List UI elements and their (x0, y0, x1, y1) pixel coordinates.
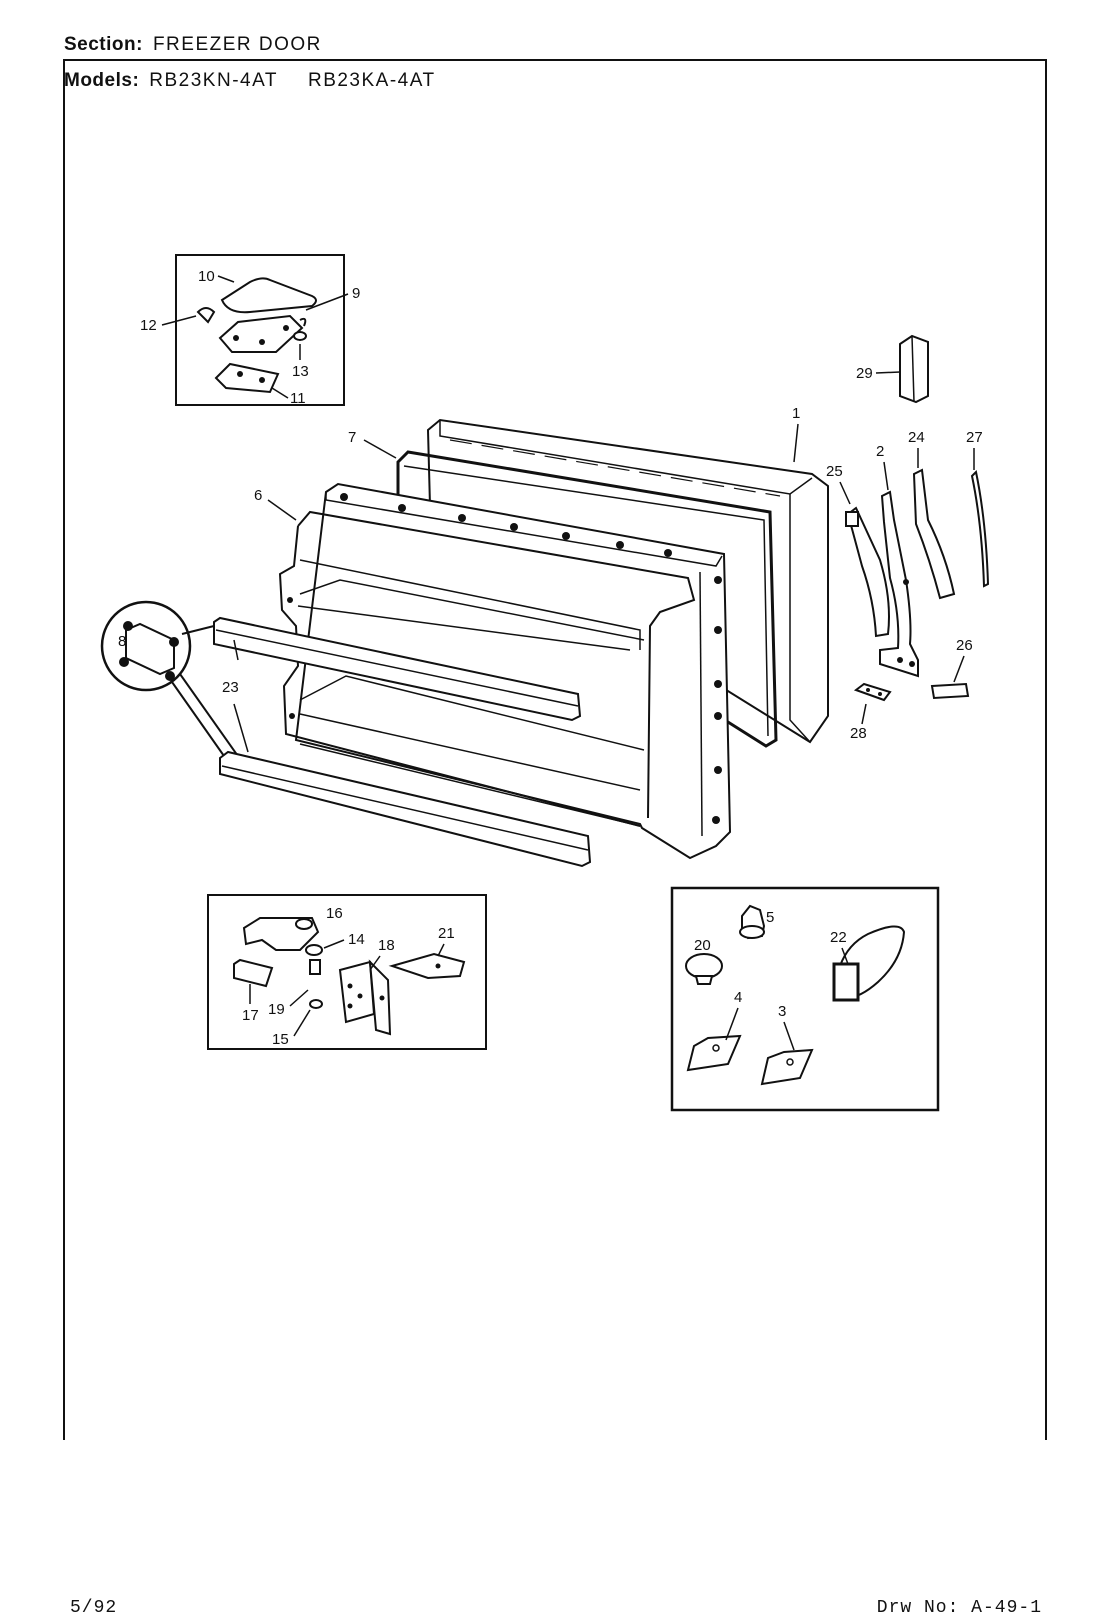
callout-4: 4 (734, 989, 742, 1006)
callout-6: 6 (254, 487, 262, 504)
callout-2: 2 (876, 443, 884, 460)
drawing-date: 5/92 (70, 1598, 118, 1618)
part-6-inner-door-liner (278, 482, 732, 860)
callout-17: 17 (242, 1007, 259, 1024)
model-1: RB23KN-4AT (149, 70, 278, 91)
hinge-hardware-inset (207, 894, 487, 1050)
part-29-end-cap (899, 334, 929, 404)
models-heading: Models: RB23KN-4AT RB23KA-4AT (64, 70, 436, 92)
callout-23: 23 (222, 679, 239, 696)
part-24-handle-trim (912, 468, 956, 600)
part-28-plate (853, 682, 892, 702)
section-label: Section: (64, 34, 143, 55)
section-value: FREEZER DOOR (152, 34, 322, 55)
callout-8: 8 (118, 633, 126, 650)
callout-25: 25 (826, 463, 843, 480)
callout-3: 3 (778, 1003, 786, 1020)
callout-11: 11 (290, 390, 306, 407)
hinge-cover-inset (175, 254, 345, 406)
callout-1: 1 (792, 405, 800, 422)
callout-13: 13 (292, 363, 309, 380)
part-8-shelf-end-detail (100, 600, 253, 777)
callout-29: 29 (856, 365, 873, 382)
callout-14: 14 (348, 931, 365, 948)
callout-9: 9 (352, 285, 360, 302)
callout-26: 26 (956, 637, 973, 654)
models-label: Models: (64, 70, 140, 91)
callout-20: 20 (694, 937, 711, 954)
accessory-parts-inset (670, 886, 940, 1112)
callout-21: 21 (438, 925, 455, 942)
model-2: RB23KA-4AT (307, 70, 436, 91)
exploded-parts-diagram: 10 9 12 13 11 29 1 7 (63, 59, 1047, 1440)
callout-7: 7 (348, 429, 356, 446)
drawing-border (63, 59, 1047, 1440)
callout-24: 24 (908, 429, 925, 446)
callout-10: 10 (198, 268, 215, 285)
part-27-handle-insert (970, 469, 990, 588)
callout-19: 19 (268, 1001, 285, 1018)
callout-27: 27 (966, 429, 983, 446)
callout-18: 18 (378, 937, 395, 954)
callout-22: 22 (830, 929, 847, 946)
part-2-handle-bracket (879, 490, 919, 678)
callout-5: 5 (766, 909, 774, 926)
drawing-number: Drw No: A-49-1 (876, 1598, 1042, 1618)
callout-16: 16 (326, 905, 343, 922)
part-25-handle-end (845, 506, 890, 638)
part-26-pad (930, 682, 970, 700)
callout-28: 28 (850, 725, 867, 742)
section-heading: Section: FREEZER DOOR (64, 34, 322, 56)
callout-15: 15 (272, 1031, 289, 1048)
callout-12: 12 (140, 317, 157, 334)
part-23-shelf-rail (219, 750, 592, 868)
door-shelf-rail-upper (213, 616, 582, 722)
